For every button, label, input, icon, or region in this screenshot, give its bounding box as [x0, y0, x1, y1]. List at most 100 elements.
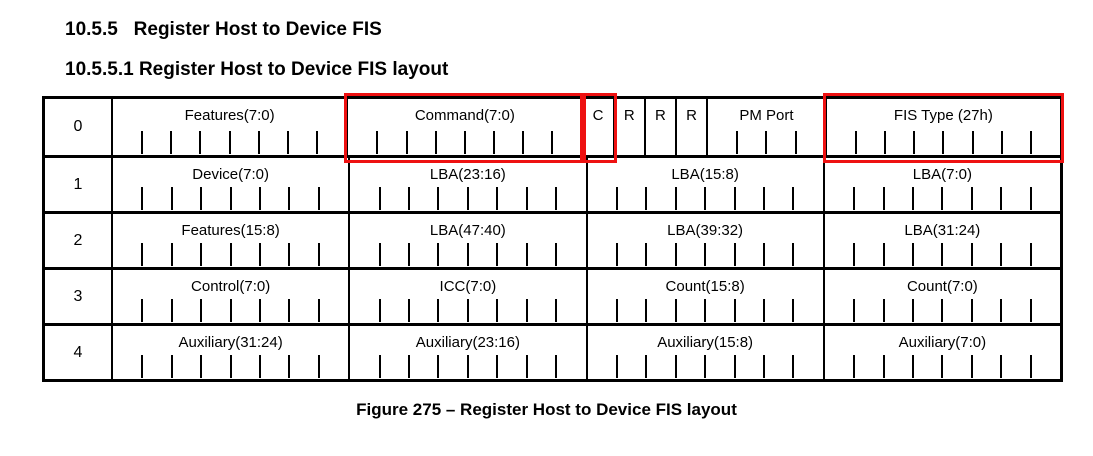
- row-number: 1: [45, 158, 113, 211]
- field-label: FIS Type (27h): [893, 107, 993, 124]
- field-lba-47-40: LBA(47:40): [350, 214, 588, 267]
- field-auxiliary-15-8: Auxiliary(15:8): [588, 326, 825, 379]
- bit-tick: [853, 187, 856, 210]
- bit-ticks: [708, 131, 825, 154]
- bit-tick: [1029, 355, 1032, 378]
- bit-tick: [704, 355, 707, 378]
- bit-tick: [1029, 299, 1032, 322]
- bit-tick: [288, 243, 291, 266]
- bit-tick: [257, 131, 260, 154]
- field-lba-39-32: LBA(39:32): [588, 214, 825, 267]
- bit-ticks: [350, 299, 585, 322]
- bit-tick: [765, 131, 768, 154]
- bit-tick: [376, 131, 379, 154]
- field-auxiliary-7-0: Auxiliary(7:0): [825, 326, 1060, 379]
- bit-ticks: [350, 243, 585, 266]
- bit-ticks: [113, 131, 346, 154]
- field-features-7-0: Features(7:0): [113, 99, 349, 155]
- bit-tick: [942, 131, 945, 154]
- bit-ticks: [825, 355, 1060, 378]
- bit-tick: [704, 243, 707, 266]
- bit-ticks: [348, 131, 581, 154]
- bit-tick: [463, 131, 466, 154]
- bit-tick: [733, 355, 736, 378]
- bit-ticks: [825, 299, 1060, 322]
- field-label: LBA(15:8): [671, 166, 739, 183]
- field-icc-7-0: ICC(7:0): [350, 270, 588, 323]
- bit-ticks: [113, 243, 348, 266]
- bit-tick: [141, 131, 144, 154]
- bit-tick: [525, 243, 528, 266]
- bit-ticks: [350, 355, 585, 378]
- bit-tick: [493, 131, 496, 154]
- field-label: R: [686, 107, 697, 124]
- bit-tick: [317, 187, 320, 210]
- bit-ticks: [588, 243, 823, 266]
- field-label: LBA(7:0): [912, 166, 972, 183]
- bit-tick: [496, 187, 499, 210]
- field-label: R: [654, 107, 666, 124]
- bit-tick: [762, 187, 765, 210]
- bit-tick: [317, 299, 320, 322]
- bit-tick: [405, 131, 408, 154]
- bit-tick: [466, 355, 469, 378]
- bit-tick: [645, 187, 648, 210]
- field-label: R: [623, 107, 635, 124]
- field-fis-type-27h: FIS Type (27h): [822, 93, 1064, 163]
- bit-tick: [853, 299, 856, 322]
- bit-tick: [259, 243, 262, 266]
- row-number: 3: [45, 270, 113, 323]
- field-label: LBA(31:24): [904, 222, 981, 239]
- bit-tick: [882, 355, 885, 378]
- bit-tick: [288, 187, 291, 210]
- bit-tick: [288, 299, 291, 322]
- field-r: R: [646, 99, 677, 155]
- bit-tick: [200, 355, 203, 378]
- bit-tick: [200, 187, 203, 210]
- bit-tick: [525, 187, 528, 210]
- bit-tick: [378, 355, 381, 378]
- bit-tick: [170, 131, 173, 154]
- bit-tick: [911, 187, 914, 210]
- bit-tick: [555, 243, 558, 266]
- bit-tick: [522, 131, 525, 154]
- bit-ticks: [113, 355, 348, 378]
- row-number: 4: [45, 326, 113, 379]
- bit-tick: [408, 355, 411, 378]
- bit-ticks: [113, 299, 348, 322]
- bit-tick: [141, 299, 144, 322]
- field-label: Features(15:8): [181, 222, 280, 239]
- bit-tick: [674, 187, 677, 210]
- field-lba-31-24: LBA(31:24): [825, 214, 1060, 267]
- bit-tick: [437, 299, 440, 322]
- bit-tick: [941, 355, 944, 378]
- field-label: Auxiliary(23:16): [415, 334, 520, 351]
- bit-tick: [170, 355, 173, 378]
- bit-tick: [970, 299, 973, 322]
- bit-tick: [1000, 187, 1003, 210]
- bit-tick: [466, 299, 469, 322]
- field-label: Device(7:0): [192, 166, 269, 183]
- bit-tick: [555, 299, 558, 322]
- field-lba-23-16: LBA(23:16): [350, 158, 588, 211]
- bit-tick: [408, 299, 411, 322]
- bit-tick: [551, 131, 554, 154]
- bit-tick: [434, 131, 437, 154]
- bit-ticks: [588, 299, 823, 322]
- bit-tick: [259, 187, 262, 210]
- bit-tick: [1029, 131, 1032, 154]
- bit-tick: [911, 299, 914, 322]
- bit-tick: [288, 355, 291, 378]
- bit-tick: [911, 243, 914, 266]
- field-pm-port: PM Port: [708, 99, 827, 155]
- bit-tick: [1000, 355, 1003, 378]
- bit-tick: [317, 243, 320, 266]
- bit-tick: [941, 299, 944, 322]
- bit-tick: [1000, 299, 1003, 322]
- row-number: 2: [45, 214, 113, 267]
- bit-tick: [794, 131, 797, 154]
